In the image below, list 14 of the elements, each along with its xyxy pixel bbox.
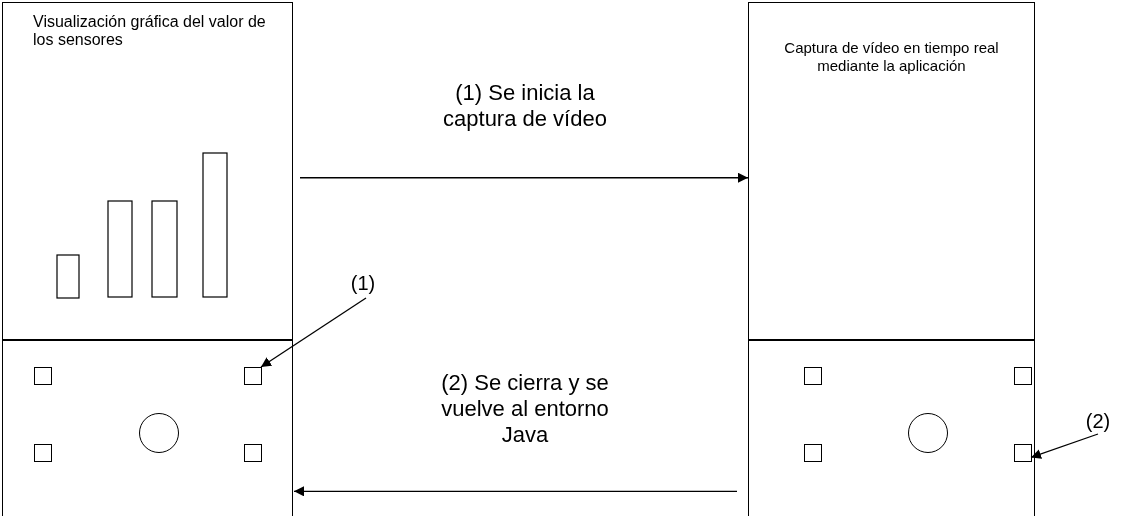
phone-keypad [2,340,293,516]
arrow [293,486,738,497]
phone-screen [748,2,1035,340]
arrow [299,172,749,183]
leader-line [260,297,367,368]
key-button [1014,444,1032,462]
leader-line [1030,433,1099,459]
callout-number: (1) [348,270,378,296]
key-button [244,367,262,385]
screen-text: Visualización gráfica del valor de los sensores [33,13,267,49]
callout-number: (2) [1082,408,1114,434]
phone-keypad [748,340,1035,516]
phone-screen [2,2,293,340]
screen-text: Captura de vídeo en tiempo real mediante la aplicación [783,39,1000,75]
